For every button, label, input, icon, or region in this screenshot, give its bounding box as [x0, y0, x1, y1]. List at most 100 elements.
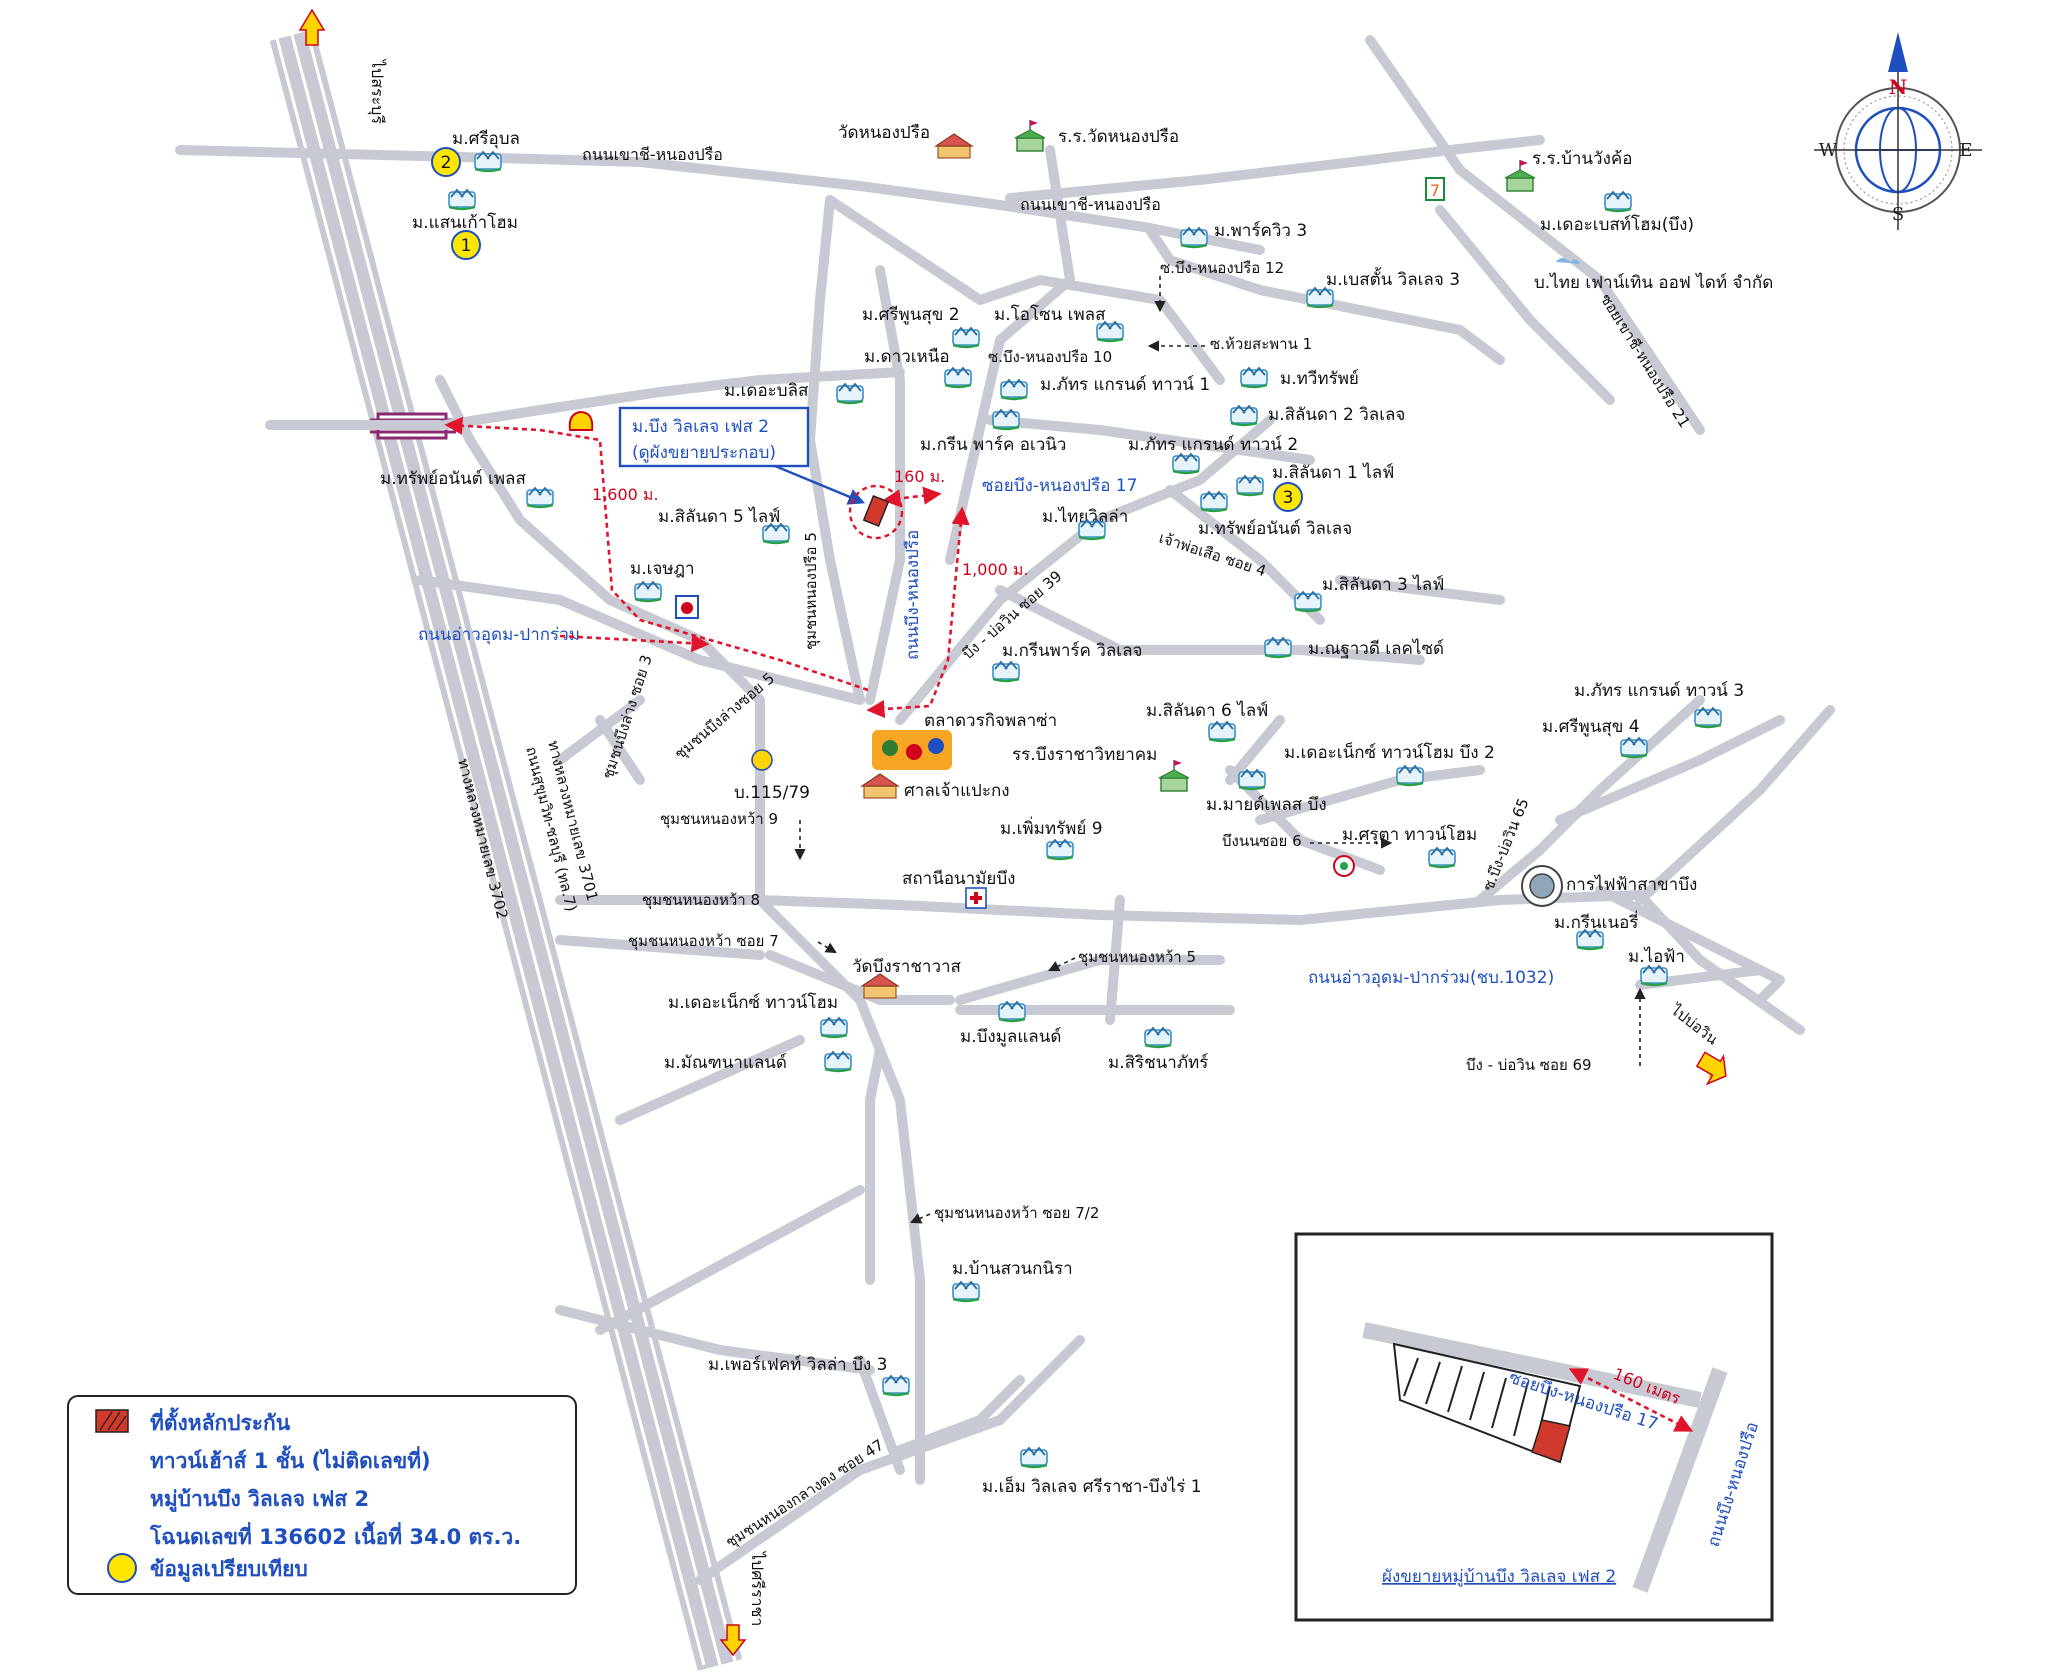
- village-subanan-plus: ม.ทรัพย์อนันต์ เพลส: [380, 469, 526, 489]
- house-icon: [633, 580, 663, 603]
- inset-plan: ซอยบึง-หนองปรือ 17 ถนนบึง-หนองปรือ 160 เ…: [1294, 1232, 1774, 1622]
- village-daonuea: ม.ดาวเหนือ: [864, 347, 950, 367]
- school-icon: [1504, 159, 1536, 192]
- label-to-bowin: ไปบ่อวิน: [1667, 1000, 1722, 1048]
- house-icon: [1263, 636, 1293, 659]
- comparable-1: 1: [461, 236, 472, 256]
- village-thaivilla: ม.ไทยวิลล่า: [1042, 506, 1128, 527]
- house-icon: [835, 382, 865, 405]
- house-icon: [1293, 590, 1323, 613]
- place-wat-nongpru: วัดหนองปรือ: [838, 123, 930, 143]
- legend-item1-line1: ที่ตั้งหลักประกัน: [150, 1407, 291, 1435]
- village-silanda3: ม.สิลันดา 3 ไลฟ์: [1322, 574, 1444, 595]
- place-house-115: บ.115/79: [734, 783, 810, 803]
- village-thenext-town: ม.เดอะเน็กซ์ ทาวน์โฮม: [668, 991, 838, 1013]
- convenience-store-icon: [1425, 177, 1445, 201]
- house-icon: [991, 408, 1021, 431]
- comparable-2: 2: [441, 153, 452, 173]
- place-health-station: สถานีอนามัยบึง: [902, 869, 1015, 889]
- village-saenkaohome: ม.แสนเก้าโฮม: [412, 212, 518, 233]
- legend-item1-line4: โฉนดเลขที่ 136602 เนื้อที่ 34.0 ตร.ว.: [149, 1521, 521, 1549]
- compass-rose: N S E W: [1814, 32, 1982, 230]
- house-icon: [819, 1016, 849, 1039]
- village-theblis: ม.เดอะบลิส: [724, 381, 809, 401]
- house-icon: [951, 326, 981, 349]
- village-buengmoon: ม.บึงมูลแลนด์: [960, 1027, 1061, 1047]
- label-nongwa-72: ชุมชนหนองหว้า ซอย 7/2: [934, 1204, 1099, 1223]
- legend-item1-line2: ทาวน์เฮ้าส์ 1 ชั้น (ไม่ติดเลขที่): [150, 1445, 431, 1473]
- village-maifa: ม.ไอฟ้า: [1628, 946, 1685, 967]
- compass-w: W: [1819, 140, 1838, 161]
- label-chumchon-5: ชุมชนหนองปรือ 5: [802, 532, 821, 650]
- temple-icon: [861, 973, 899, 999]
- village-perfect-villa: ม.เพอร์เฟคท์ วิลล่า บึง 3: [708, 1355, 887, 1375]
- temple-icon: [935, 133, 973, 159]
- house-icon: [1693, 706, 1723, 729]
- house-icon: [999, 378, 1029, 401]
- factory-icon: [1556, 258, 1580, 264]
- house-icon: [881, 1374, 911, 1397]
- house-icon: [997, 1000, 1027, 1023]
- village-srusla: ม.ศรุตา ทาวน์โฮม: [1342, 824, 1477, 845]
- house-115-icon: [751, 749, 773, 771]
- village-silanda6: ม.สิลันดา 6 ไลฟ์: [1146, 700, 1268, 721]
- village-sriubon: ม.ศรีอุบล: [452, 129, 520, 149]
- village-phattra-town1: ม.ภัทร แกรนด์ ทาวน์ 1: [1040, 375, 1210, 395]
- village-permsap9: ม.เพิ่มทรัพย์ 9: [1000, 816, 1103, 839]
- label-huai-saphan: ซ.ห้วยสะพาน 1: [1210, 335, 1312, 353]
- north-arrow-icon: [1888, 32, 1908, 72]
- label-khao-chi-road-1: ถนนเขาชี-หนองปรือ: [582, 145, 723, 164]
- distance-1600: 1,600 ม.: [592, 485, 659, 504]
- village-siriya: ม.สิริชนาภัทร์: [1108, 1053, 1208, 1073]
- village-ozone: ม.โอโซน เพลส: [994, 304, 1106, 325]
- house-icon: [761, 522, 791, 545]
- label-ao-udom-1032: ถนนอ่าวอุดม-ปากร่วม(ชบ.1032): [1308, 968, 1554, 988]
- legend-item2: ข้อมูลเปรียบเทียบ: [150, 1557, 308, 1583]
- house-icon: [1095, 320, 1125, 343]
- comparable-markers: 2 1 3: [431, 147, 1303, 512]
- label-ao-udom-road: ถนนอ่าวอุดม-ปากร่วม: [418, 625, 580, 645]
- compass-e: E: [1959, 140, 1972, 161]
- label-khao-chi-road-2: ถนนเขาชี-หนองปรือ: [1020, 195, 1161, 214]
- label-bueng-nongpru-12: ซ.บึง-หนองปรือ 12: [1160, 259, 1284, 277]
- pointer-arrows: [794, 276, 1646, 1224]
- landmarks: วัดหนองปรือ ร.ร.วัดหนองปรือ ร.ร.บ้านวังค…: [568, 119, 1773, 999]
- house-icon: [1639, 964, 1669, 987]
- house-icon: [991, 660, 1021, 683]
- label-bueng-nongpru-10: ซ.บึง-หนองปรือ 10: [988, 348, 1112, 366]
- label-nongwa-5: ชุมชนหนองหว้า 5: [1078, 948, 1196, 967]
- house-icon: [1229, 404, 1259, 427]
- village-chetsada: ม.เจษฎา: [630, 559, 695, 579]
- gas-station-drop: [681, 602, 693, 614]
- village-nirada: ม.ณฐาวดี เลคไซด์: [1308, 638, 1444, 659]
- house-icon: [525, 486, 555, 509]
- village-phattra-town3: ม.ภัทร แกรนด์ ทาวน์ 3: [1574, 681, 1744, 701]
- village-sriphunsuk2: ม.ศรีพูนสุข 2: [862, 305, 960, 325]
- school-icon: [1014, 119, 1046, 152]
- label-soi-17: ซอยบึง-หนองปรือ 17: [982, 476, 1137, 496]
- village-sriphunsuk4: ม.ศรีพูนสุข 4: [1542, 717, 1640, 737]
- house-icon: [1395, 764, 1425, 787]
- subject-marker: [862, 494, 890, 528]
- village-thebesthome: ม.เดอะเบสท์โฮม(บึง): [1540, 214, 1694, 235]
- house-icon: [1427, 846, 1457, 869]
- comparable-3: 3: [1283, 488, 1294, 508]
- label-bueng-nongpru-road: ถนนบึง-หนองปรือ: [903, 530, 923, 660]
- house-icon: [447, 188, 477, 211]
- house-icon: [1199, 490, 1229, 513]
- inset-subject-marker: [1531, 1419, 1571, 1463]
- seven-eleven-glyph: 7: [1430, 181, 1440, 200]
- place-thai-farm: บ.ไทย เฟาน์เทิน ออฟ ไดท์ จำกัด: [1534, 272, 1773, 293]
- house-icon: [1239, 366, 1269, 389]
- village-silanda1: ม.สิลันดา 1 ไลฟ์: [1272, 462, 1394, 483]
- legend: ที่ตั้งหลักประกัน ทาวน์เฮ้าส์ 1 ชั้น (ไม…: [67, 1395, 577, 1595]
- house-icon: [951, 1280, 981, 1303]
- legend-item1-line3: หมู่บ้านบึง วิลเลจ เฟส 2: [150, 1487, 369, 1513]
- village-silanda5: ม.สิลันดา 5 ไลฟ์: [658, 506, 780, 527]
- village-greenerry: ม.กรีนเนอรี่: [1554, 910, 1638, 933]
- distance-160: 160 ม.: [894, 467, 945, 486]
- label-bueng-bowin-69: บึง - บ่อวิน ซอย 69: [1466, 1056, 1592, 1074]
- label-nongwa-7: ชุมชนหนองหว้า ซอย 7: [628, 932, 779, 951]
- village-em-village: ม.เอ็ม วิลเลจ ศรีราชา-บึงไร่ 1: [982, 1475, 1202, 1497]
